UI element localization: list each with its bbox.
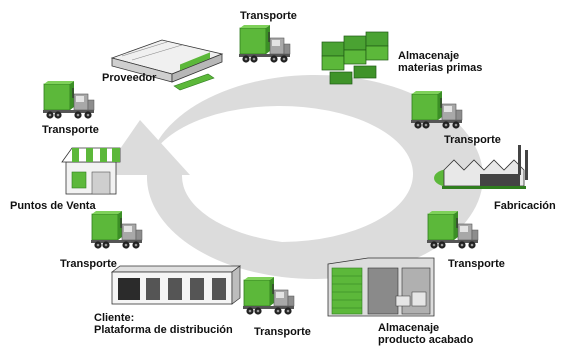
flow-arrow-icon <box>102 120 190 175</box>
label-transporte-right-lower: Transporte <box>448 258 505 270</box>
label-cliente-plataforma: Cliente:Plataforma de distribución <box>94 312 233 336</box>
pallets-icon <box>321 31 389 85</box>
flow-ring <box>102 74 483 279</box>
label-transporte-left: Transporte <box>42 124 99 136</box>
truck-icon <box>42 80 95 120</box>
truck-icon <box>410 90 463 130</box>
warehouse-icon <box>110 39 224 91</box>
label-transporte-right-upper: Transporte <box>444 134 501 146</box>
truck-icon <box>238 24 291 64</box>
truck-icon <box>90 210 143 250</box>
label-fabricacion: Fabricación <box>494 200 556 212</box>
distribution-center-icon <box>110 265 242 305</box>
label-transporte-top: Transporte <box>240 10 297 22</box>
truck-icon <box>242 276 295 316</box>
truck-icon <box>426 210 479 250</box>
label-proveedor: Proveedor <box>102 72 157 84</box>
label-puntos-de-venta: Puntos de Venta <box>10 200 96 212</box>
factory-icon <box>434 145 528 189</box>
finished-goods-warehouse-icon <box>327 257 435 317</box>
label-transporte-left-lower: Transporte <box>60 258 117 270</box>
label-transporte-bottom: Transporte <box>254 326 311 338</box>
storefront-icon <box>61 147 121 195</box>
